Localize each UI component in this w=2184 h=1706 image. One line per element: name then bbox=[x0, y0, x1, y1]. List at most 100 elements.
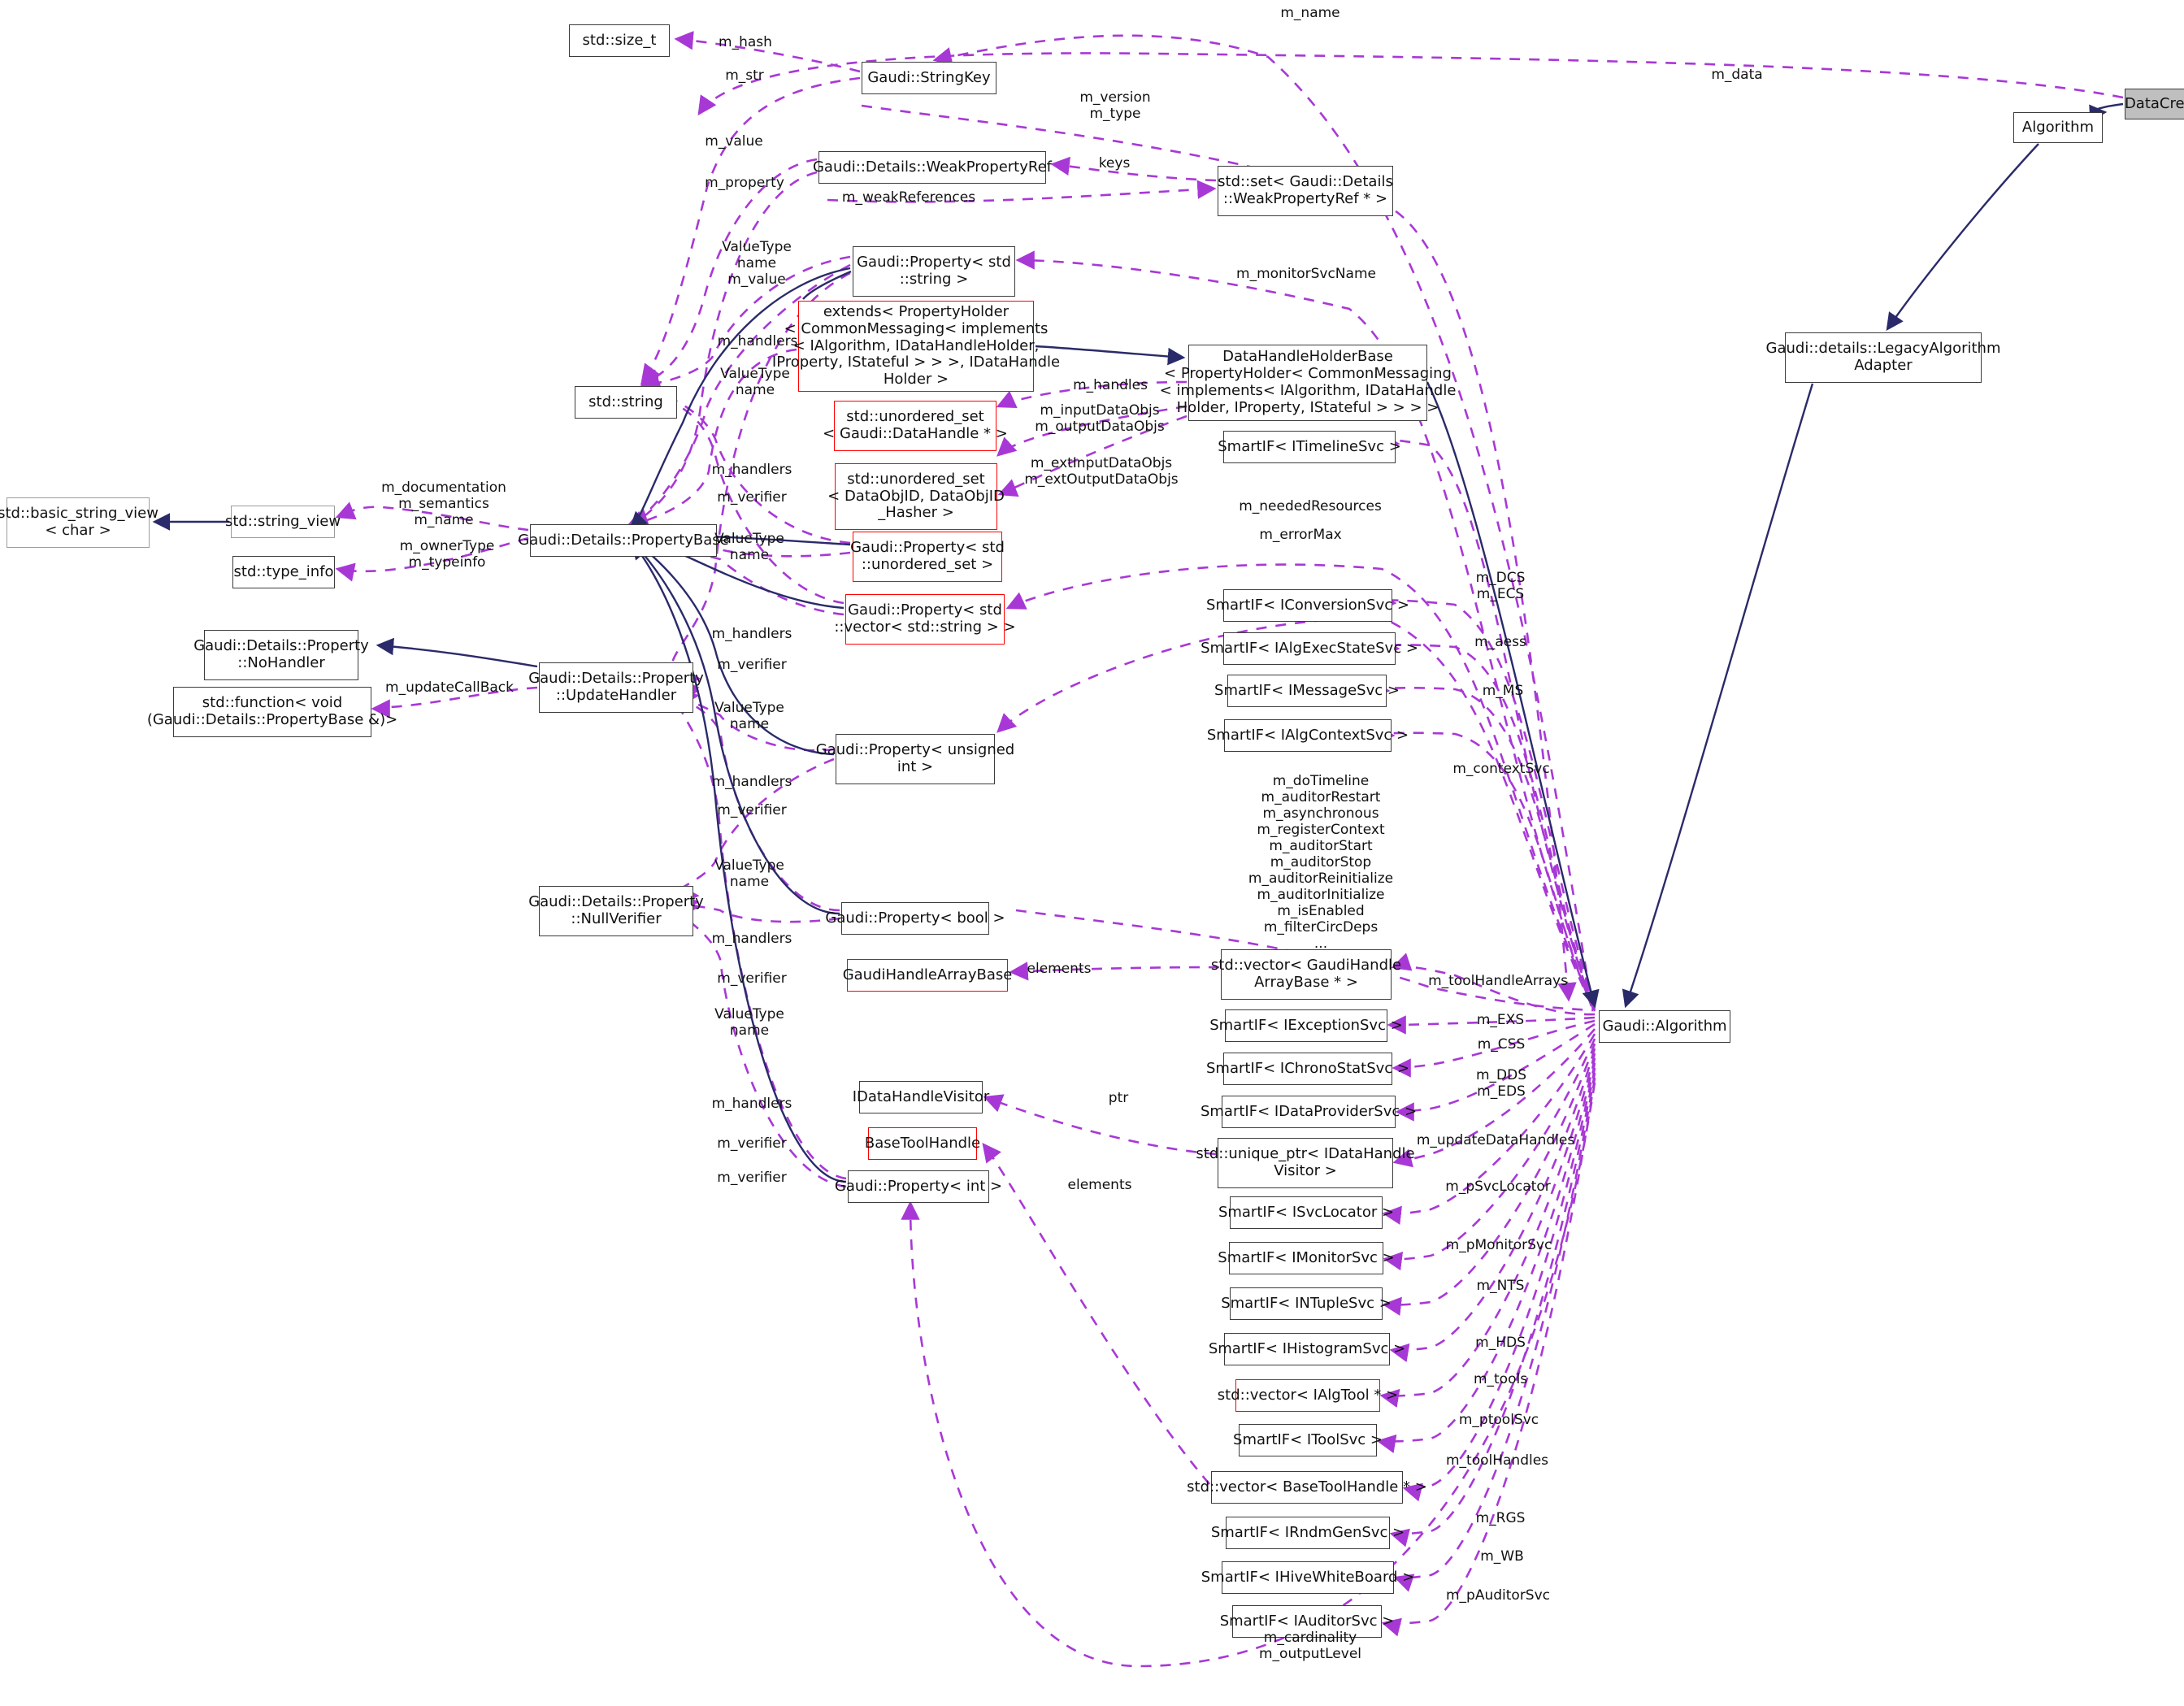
class-node-legacyadapter[interactable]: Gaudi::details::LegacyAlgorithm Adapter bbox=[1766, 332, 2001, 383]
class-node-basetoolhandle[interactable]: BaseToolHandle bbox=[865, 1127, 980, 1160]
edge-label: m_cardinality m_outputLevel bbox=[1258, 1630, 1362, 1663]
class-node-stdfunction[interactable]: std::function< void (Gaudi::Details::Pro… bbox=[147, 687, 397, 737]
class-node-stringview[interactable]: std::string_view bbox=[225, 506, 341, 538]
class-node-messagesvc[interactable]: SmartIF< IMessageSvc > bbox=[1214, 675, 1400, 707]
class-node-auditorsvc[interactable]: SmartIF< IAuditorSvc > bbox=[1220, 1605, 1394, 1638]
class-node-chronostatsvc[interactable]: SmartIF< IChronoStatSvc > bbox=[1206, 1053, 1409, 1085]
class-node-propstring[interactable]: Gaudi::Property< std ::string > bbox=[853, 246, 1015, 297]
class-node-algorithm_plain[interactable]: Algorithm bbox=[2013, 112, 2103, 143]
edge-label: m_updateDataHandles bbox=[1416, 1132, 1575, 1148]
class-node-extends[interactable]: extends< PropertyHolder < CommonMessagin… bbox=[772, 301, 1060, 392]
edge-label: m_property bbox=[705, 175, 784, 191]
edge-label: m_pSvcLocator bbox=[1445, 1179, 1551, 1195]
edge-label: ValueType name bbox=[714, 857, 784, 891]
edge-label: ValueType name bbox=[714, 1006, 784, 1040]
edge-label: m_version m_type bbox=[1079, 89, 1151, 123]
edge-label: m_verifier bbox=[717, 489, 787, 506]
edge-label: m_pAuditorSvc bbox=[1445, 1587, 1551, 1604]
edge-label: m_updateCallBack bbox=[385, 679, 514, 696]
class-node-usetdataobjid[interactable]: std::unordered_set < DataObjID, DataObjI… bbox=[827, 463, 1005, 530]
class-node-datacreator[interactable]: DataCreator bbox=[2125, 89, 2184, 119]
edge-label: m_documentation m_semantics m_name bbox=[381, 480, 506, 529]
edge-label: m_verifier bbox=[717, 657, 787, 673]
class-node-weakpropref[interactable]: Gaudi::Details::WeakPropertyRef bbox=[813, 151, 1052, 184]
class-node-algexecstatesvc[interactable]: SmartIF< IAlgExecStateSvc > bbox=[1201, 632, 1418, 665]
class-node-usetdatahandle[interactable]: std::unordered_set < Gaudi::DataHandle *… bbox=[823, 401, 1008, 451]
edge-label: m_handlers bbox=[711, 931, 792, 947]
class-node-timelinesvc[interactable]: SmartIF< ITimelineSvc > bbox=[1218, 431, 1401, 463]
class-node-toolsvc[interactable]: SmartIF< IToolSvc > bbox=[1233, 1424, 1383, 1456]
edge-label: m_value bbox=[705, 133, 763, 150]
class-node-propvecstring[interactable]: Gaudi::Property< std ::vector< std::stri… bbox=[834, 594, 1016, 645]
class-node-uniqueptrvisitor[interactable]: std::unique_ptr< IDataHandle Visitor > bbox=[1196, 1138, 1415, 1188]
edge-label: m_toolHandles bbox=[1445, 1452, 1549, 1469]
edge-label: m_EXS bbox=[1476, 1012, 1525, 1028]
edge-label: m_handlers bbox=[711, 774, 792, 790]
edge-label: m_inputDataObjs m_outputDataObjs bbox=[1035, 402, 1165, 436]
class-node-stringkey[interactable]: Gaudi::StringKey bbox=[862, 62, 996, 94]
class-node-nohandler[interactable]: Gaudi::Details::Property ::NoHandler bbox=[193, 630, 369, 680]
edge-label: m_handlers bbox=[711, 462, 792, 478]
edge-label: ValueType name bbox=[714, 531, 784, 564]
class-node-typeinfo[interactable]: std::type_info bbox=[232, 556, 335, 588]
edge-label: m_data bbox=[1711, 67, 1763, 83]
edge-label: ValueType name m_value bbox=[722, 239, 792, 289]
class-node-vecialgtool[interactable]: std::vector< IAlgTool * > bbox=[1218, 1379, 1398, 1412]
edge-label: m_handlers bbox=[711, 626, 792, 642]
class-node-nullverifier[interactable]: Gaudi::Details::Property ::NullVerifier bbox=[528, 886, 704, 936]
edge-label: m_handles bbox=[1073, 377, 1148, 393]
class-node-ntuplesvc[interactable]: SmartIF< INTupleSvc > bbox=[1221, 1287, 1392, 1320]
class-node-dataprovidersvc[interactable]: SmartIF< IDataProviderSvc > bbox=[1201, 1096, 1417, 1128]
class-node-basicstringview[interactable]: std::basic_string_view < char > bbox=[0, 497, 158, 548]
edge-label: m_doTimeline m_auditorRestart m_asynchro… bbox=[1248, 773, 1394, 953]
edge-label: m_errorMax bbox=[1259, 527, 1342, 543]
class-node-rndmgensvc[interactable]: SmartIF< IRndmGenSvc > bbox=[1211, 1517, 1405, 1549]
class-node-propunordset[interactable]: Gaudi::Property< std ::unordered_set > bbox=[850, 532, 1005, 582]
class-node-dhholderbase[interactable]: DataHandleHolderBase < PropertyHolder< C… bbox=[1160, 345, 1456, 421]
edge-label: m_extInputDataObjs m_extOutputDataObjs bbox=[1024, 455, 1179, 488]
class-node-vecgaudihandle[interactable]: std::vector< GaudiHandle ArrayBase * > bbox=[1211, 949, 1401, 1000]
edge-label: elements bbox=[1067, 1177, 1132, 1193]
class-node-algcontextsvc[interactable]: SmartIF< IAlgContextSvc > bbox=[1207, 719, 1409, 752]
edge-label: m_verifier bbox=[717, 1135, 787, 1152]
class-node-propint[interactable]: Gaudi::Property< int > bbox=[835, 1170, 1002, 1203]
class-node-propertybase[interactable]: Gaudi::Details::PropertyBase bbox=[518, 524, 729, 557]
class-node-histogramsvc[interactable]: SmartIF< IHistogramSvc > bbox=[1209, 1333, 1405, 1365]
edge-label: m_CSS bbox=[1477, 1036, 1526, 1053]
edge-label: m_verifier bbox=[717, 1170, 787, 1186]
class-node-algorithm[interactable]: Gaudi::Algorithm bbox=[1599, 1010, 1730, 1043]
class-node-setweakpropref[interactable]: std::set< Gaudi::Details ::WeakPropertyR… bbox=[1218, 166, 1393, 216]
edge-label: m_DCS m_ECS bbox=[1475, 570, 1526, 603]
class-node-propbool[interactable]: Gaudi::Property< bool > bbox=[825, 902, 1005, 935]
class-node-vecbasetoolhandle[interactable]: std::vector< BaseToolHandle * > bbox=[1187, 1471, 1427, 1504]
edge-label: m_WB bbox=[1480, 1548, 1524, 1565]
edge-label: m_tools bbox=[1473, 1371, 1528, 1387]
class-node-monitorsvc[interactable]: SmartIF< IMonitorSvc > bbox=[1218, 1242, 1395, 1274]
edge-label: m_ptoolSvc bbox=[1458, 1412, 1539, 1428]
edge-label: m_monitorSvcName bbox=[1236, 266, 1376, 282]
class-node-string[interactable]: std::string bbox=[575, 386, 677, 419]
edge-label: m_str bbox=[725, 67, 764, 84]
edge-label: m_HDS bbox=[1475, 1335, 1526, 1351]
class-node-conversionsvc[interactable]: SmartIF< IConversionSvc > bbox=[1206, 589, 1409, 622]
class-node-updatehandler[interactable]: Gaudi::Details::Property ::UpdateHandler bbox=[528, 662, 704, 713]
edge-label: m_hash bbox=[719, 34, 772, 50]
edge-label: m_ownerType m_typeinfo bbox=[399, 538, 495, 571]
edge-label: ValueType name bbox=[720, 366, 790, 399]
edge-label: ptr bbox=[1108, 1090, 1129, 1106]
class-node-propuint[interactable]: Gaudi::Property< unsigned int > bbox=[816, 734, 1014, 784]
edge-label: m_name bbox=[1280, 5, 1340, 21]
edge-label: m_weakReferences bbox=[841, 189, 976, 206]
class-node-exceptionsvc[interactable]: SmartIF< IExceptionSvc > bbox=[1209, 1009, 1403, 1042]
class-node-svclocator[interactable]: SmartIF< ISvcLocator > bbox=[1218, 1196, 1394, 1229]
edge-label: m_handlers bbox=[711, 1096, 792, 1112]
edge-label: m_neededResources bbox=[1239, 498, 1382, 514]
edge-label: elements bbox=[1027, 961, 1092, 977]
class-node-gaudihandlearray[interactable]: GaudiHandleArrayBase bbox=[843, 959, 1012, 992]
class-node-idatahandlevisitor[interactable]: IDataHandleVisitor bbox=[853, 1081, 989, 1113]
edge-label: m_DDS m_EDS bbox=[1475, 1067, 1527, 1100]
class-node-size_t[interactable]: std::size_t bbox=[569, 24, 670, 57]
edge-label: ValueType name bbox=[714, 700, 784, 733]
class-node-hivewhiteboard[interactable]: SmartIF< IHiveWhiteBoard > bbox=[1201, 1561, 1414, 1594]
